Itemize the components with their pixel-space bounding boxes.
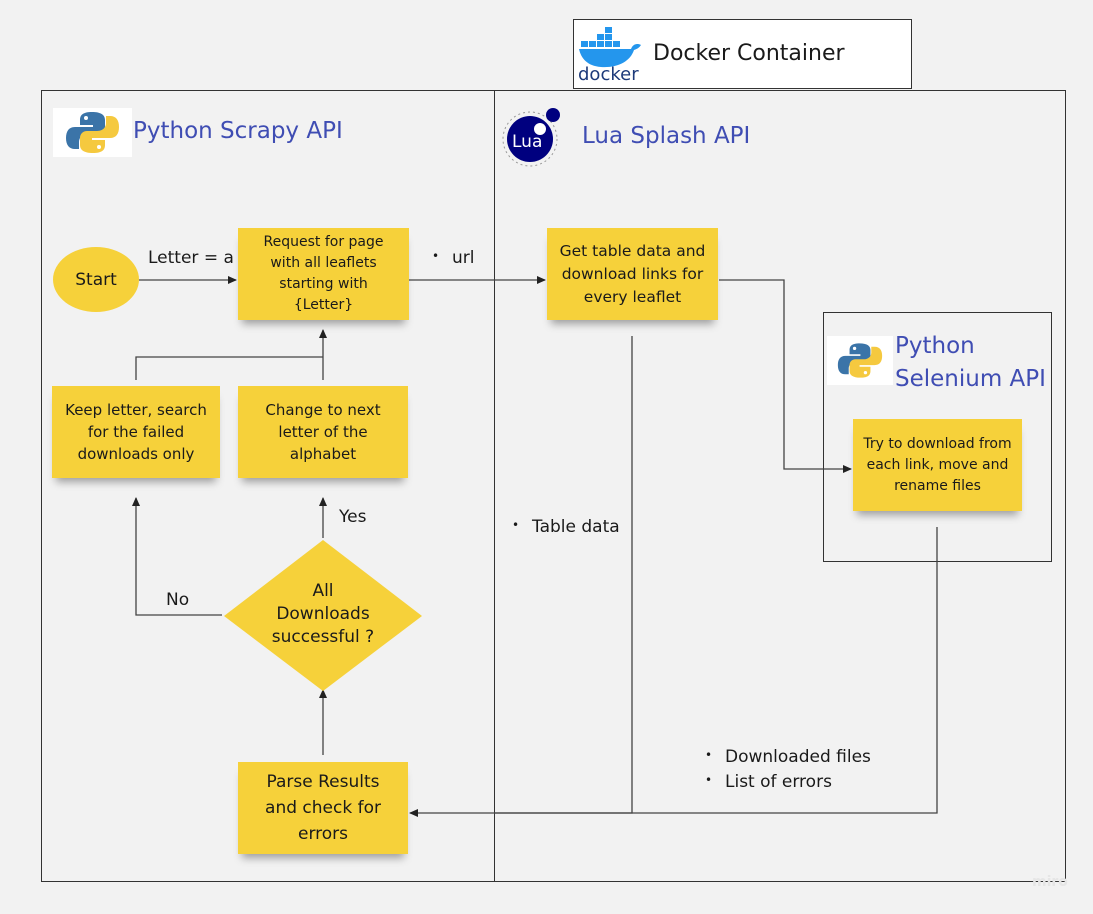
lua-logo-icon: Lua <box>500 107 562 169</box>
table-data-line <box>494 336 633 814</box>
change-letter-note: Change to next letter of the alphabet <box>238 386 408 478</box>
keep-line-2: for the failed <box>87 423 185 441</box>
start-node: Start <box>53 247 139 312</box>
docker-container-title: Docker Container <box>653 41 845 66</box>
request-page-note: Request for page with all leaflets start… <box>238 228 409 320</box>
parse-results-note: Parse Results and check for errors <box>238 762 408 854</box>
request-line-3: starting with {Letter} <box>279 276 368 313</box>
decision-text: All Downloads successful ? <box>246 580 400 649</box>
python-logo-icon <box>827 336 893 385</box>
keep-letter-note: Keep letter, search for the failed downl… <box>52 386 220 478</box>
request-line-1: Request for page <box>263 234 384 250</box>
miro-watermark: miro <box>1032 874 1068 890</box>
try-line-2: each link, move and <box>866 456 1009 473</box>
decision-line-2: Downloads <box>276 604 370 624</box>
change-line-2: letter of the <box>278 423 368 441</box>
parse-line-2: and check for <box>265 798 381 818</box>
no-label: No <box>166 590 190 610</box>
python-logo-icon <box>53 108 132 157</box>
try-to-parse-arrow <box>409 527 938 817</box>
lua-logo-text: Lua <box>512 132 543 152</box>
decision-diamond <box>224 540 422 691</box>
try-line-1: Try to download from <box>863 435 1012 452</box>
change-line-3: alphabet <box>289 445 357 463</box>
decision-to-keep-arrow <box>132 497 222 616</box>
docker-logo-text: docker <box>578 64 639 85</box>
keep-to-request-arrow <box>135 356 323 380</box>
decision-line-3: successful ? <box>271 627 375 647</box>
yes-label: Yes <box>339 507 367 527</box>
get-line-2: download links for <box>561 264 704 283</box>
get-table-data-note: Get table data and download links for ev… <box>547 228 718 320</box>
downloaded-files-label: Downloaded files <box>705 747 871 767</box>
parse-line-3: errors <box>297 824 348 844</box>
table-data-label: Table data <box>512 517 620 537</box>
change-line-1: Change to next <box>265 401 381 419</box>
letter-label: Letter = a <box>148 248 234 268</box>
selenium-title-line-1: Python <box>895 333 975 359</box>
get-to-try-arrow <box>719 279 852 473</box>
selenium-title-line-2: Selenium API <box>895 366 1046 392</box>
parse-line-1: Parse Results <box>266 772 380 792</box>
url-label: url <box>432 248 474 268</box>
request-line-2: with all leaflets <box>270 255 377 271</box>
decision-line-1: All <box>312 581 334 601</box>
try-line-3: rename files <box>894 477 981 494</box>
selenium-panel-title: Python Selenium API <box>895 330 1046 396</box>
keep-line-1: Keep letter, search <box>65 401 207 419</box>
splash-panel-title: Lua Splash API <box>582 123 751 149</box>
try-download-note: Try to download from each link, move and… <box>853 419 1022 511</box>
keep-line-3: downloads only <box>77 445 195 463</box>
scrapy-panel <box>41 90 495 882</box>
docker-whale-icon: docker <box>575 22 649 86</box>
get-line-3: every leaflet <box>583 287 682 306</box>
scrapy-panel-title: Python Scrapy API <box>133 118 343 144</box>
get-line-1: Get table data and <box>559 241 706 260</box>
list-of-errors-label: List of errors <box>705 772 832 792</box>
